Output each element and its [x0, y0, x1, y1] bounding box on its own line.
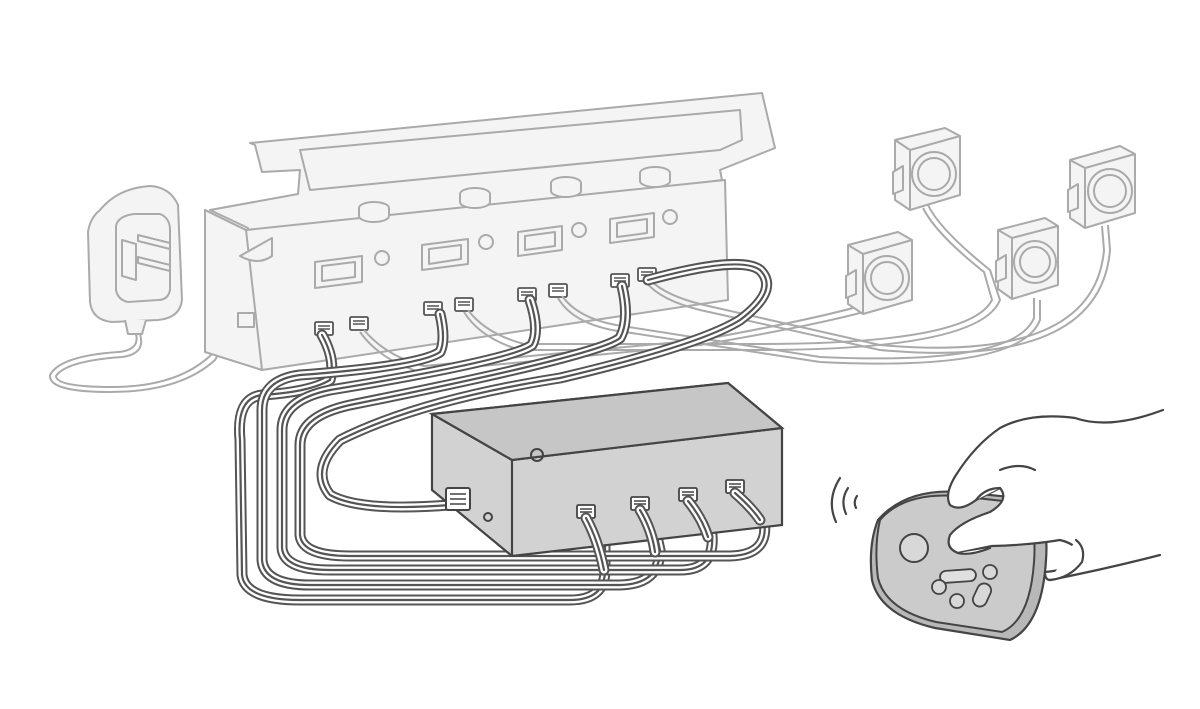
ribbon-cables	[233, 258, 773, 606]
speaker-cube-icon	[1067, 145, 1136, 229]
control-box-switches	[314, 209, 678, 289]
speaker-cube-icon	[845, 231, 913, 315]
ribbon-cable	[256, 308, 666, 591]
ribbon-cable	[294, 280, 771, 562]
ribbon-cable	[316, 258, 773, 513]
wall-plug-adapter-icon	[87, 185, 183, 335]
hub-port-cables	[580, 487, 766, 576]
hand-icon	[946, 408, 1165, 582]
ribbon-cable	[233, 329, 611, 606]
speaker-cube-icon	[892, 127, 961, 211]
speaker-cube-icon	[995, 217, 1059, 300]
connector-hub-icon	[428, 381, 785, 558]
hub	[428, 381, 785, 558]
hub-ports	[445, 479, 745, 519]
control-box	[204, 92, 776, 371]
speakers	[845, 127, 1136, 315]
wireless-signal-icon	[830, 476, 859, 524]
control-box-knobs	[358, 166, 671, 223]
ribbon-cable	[276, 294, 718, 576]
